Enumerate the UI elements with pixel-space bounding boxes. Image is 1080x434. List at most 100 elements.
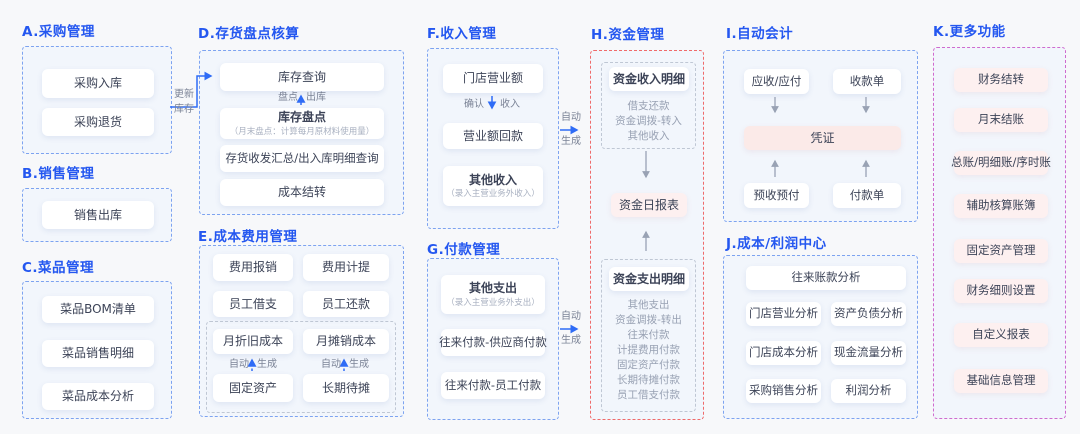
node-stock-summary: 存货收发汇总/出入库明细查询 [220, 145, 384, 172]
node-supplier-payment: 往来付款-供应商付款 [439, 329, 547, 356]
node-employee-payment: 往来付款-员工付款 [441, 372, 545, 399]
node-finance-carryover: 财务结转 [954, 68, 1048, 92]
node-label: 库存盘点 [277, 110, 326, 125]
node-stock-count: 库存盘点 （月末盘点：计算每月原材料使用量） [220, 108, 384, 139]
node-store-business-analysis: 门店营业分析 [746, 302, 821, 326]
section-f-box: 门店营业额 营业额回款 其他收入 （录入主营业务外收入） [427, 48, 559, 229]
label-update: 更新 [174, 89, 194, 100]
section-f-title: F.收入管理 [427, 26, 497, 42]
label-generate-gh: 生成 [561, 335, 581, 346]
section-j-box: 往来账款分析 门店营业分析 资产负债分析 门店成本分析 现金流量分析 采购销售分… [723, 255, 918, 419]
section-a-title: A.采购管理 [22, 24, 95, 40]
node-other-expense: 其他支出 （录入主营业务外支出） [441, 275, 545, 314]
node-expense-accrual: 费用计提 [303, 254, 389, 281]
section-d-box: 库存查询 库存盘点 （月末盘点：计算每月原材料使用量） 存货收发汇总/出入库明细… [199, 50, 404, 215]
node-store-cost-analysis: 门店成本分析 [746, 341, 821, 365]
node-dish-cost-analysis: 菜品成本分析 [42, 383, 154, 410]
section-k-box: 财务结转 月末结账 总账/明细账/序时账 辅助核算账簿 固定资产管理 财务细则设… [933, 47, 1066, 419]
label-auto-left: 自动 [229, 359, 249, 370]
label-generate-left: 生成 [257, 359, 277, 370]
node-ledgers: 总账/明细账/序时账 [951, 151, 1051, 175]
label-stock: 库存 [174, 104, 194, 115]
node-voucher: 凭证 [744, 126, 901, 150]
label-generate-fh: 生成 [561, 136, 581, 147]
section-e-title: E.成本费用管理 [198, 229, 298, 245]
node-month-end-closing: 月末结账 [954, 108, 1048, 132]
section-b-title: B.销售管理 [22, 166, 95, 182]
node-profit-analysis: 利润分析 [831, 379, 906, 403]
node-sublabel: （月末盘点：计算每月原材料使用量） [229, 126, 375, 137]
fund-expense-item: 资金调拨-转出 [615, 314, 682, 326]
node-dish-sales-detail: 菜品销售明细 [42, 340, 154, 367]
section-h-box: 资金收入明细 借支还款 资金调拨-转入 其他收入 资金日报表 资金支出明细 其他… [590, 50, 704, 420]
fund-expense-item: 长期待摊付款 [617, 374, 680, 386]
node-purchase-return: 采购退货 [42, 108, 154, 136]
node-label: 其他收入 [468, 172, 517, 187]
node-sublabel: （录入主营业务外收入） [446, 189, 540, 200]
node-auxiliary-ledger: 辅助核算账簿 [954, 194, 1048, 218]
fund-expense-group-box: 资金支出明细 其他支出 资金调拨-转出 往来付款 计提费用付款 固定资产付款 长… [601, 259, 696, 412]
fund-income-item: 资金调拨-转入 [615, 115, 682, 127]
section-j-title: J.成本/利润中心 [726, 236, 827, 252]
label-auto-fh: 自动 [561, 112, 581, 123]
node-turnover-collection: 营业额回款 [443, 123, 543, 149]
node-payment-bill: 付款单 [833, 183, 901, 208]
node-current-account-analysis: 往来账款分析 [746, 266, 906, 290]
label-income: 收入 [500, 99, 520, 110]
fund-expense-item: 往来付款 [627, 329, 670, 341]
node-sales-outbound: 销售出库 [42, 201, 154, 229]
node-sublabel: （录入主营业务外支出） [446, 297, 540, 308]
label-confirm: 确认 [464, 99, 484, 110]
node-dish-bom: 菜品BOM清单 [42, 296, 154, 323]
node-receivable-payable: 应收/应付 [744, 69, 809, 94]
node-employee-repay: 员工还款 [303, 291, 389, 317]
node-receipt-bill: 收款单 [833, 69, 901, 94]
fund-income-group-box: 资金收入明细 借支还款 资金调拨-转入 其他收入 [601, 62, 696, 149]
node-expense-claim: 费用报销 [213, 254, 293, 281]
section-i-box: 应收/应付 收款单 凭证 预收预付 付款单 [723, 50, 918, 222]
section-g-title: G.付款管理 [427, 242, 501, 258]
section-e-box: 费用报销 费用计提 员工借支 员工还款 月折旧成本 月摊销成本 固定资产 长期待… [199, 245, 404, 417]
section-h-title: H.资金管理 [591, 27, 665, 43]
node-other-income: 其他收入 （录入主营业务外收入） [443, 166, 543, 206]
label-generate-right: 生成 [349, 359, 369, 370]
label-auto-gh: 自动 [561, 311, 581, 322]
label-outbound: 出库 [306, 92, 326, 103]
fund-expense-list: 其他支出 资金调拨-转出 往来付款 计提费用付款 固定资产付款 长期待摊付款 员… [602, 298, 695, 403]
node-label: 其他支出 [468, 281, 517, 296]
node-fund-income-detail: 资金收入明细 [609, 67, 689, 91]
auto-generate-group-box [206, 321, 396, 413]
section-g-box: 其他支出 （录入主营业务外支出） 往来付款-供应商付款 往来付款-员工付款 [427, 258, 559, 420]
node-cashflow-analysis: 现金流量分析 [831, 341, 906, 365]
node-purchase-sales-analysis: 采购销售分析 [746, 379, 821, 403]
node-store-turnover: 门店营业额 [443, 64, 543, 93]
fund-expense-item: 其他支出 [627, 299, 670, 311]
fund-expense-item: 固定资产付款 [617, 359, 680, 371]
node-basic-info-mgmt: 基础信息管理 [954, 369, 1048, 393]
node-fund-daily-report: 资金日报表 [611, 193, 687, 217]
fund-income-item: 借支还款 [627, 100, 670, 112]
section-a-box: 采购入库 采购退货 [22, 46, 172, 154]
node-balance-sheet-analysis: 资产负债分析 [831, 302, 906, 326]
node-fixed-asset-mgmt: 固定资产管理 [954, 239, 1048, 263]
node-employee-loan: 员工借支 [213, 291, 293, 317]
node-cost-carryover: 成本结转 [220, 179, 384, 206]
node-stock-query: 库存查询 [220, 63, 384, 91]
node-finance-rules-settings: 财务细则设置 [954, 279, 1048, 303]
section-b-box: 销售出库 [22, 188, 172, 242]
node-fixed-assets: 固定资产 [213, 374, 293, 402]
node-prereceive-prepay: 预收预付 [744, 183, 809, 208]
fund-expense-item: 计提费用付款 [617, 344, 680, 356]
node-monthly-amortization: 月摊销成本 [303, 329, 389, 354]
node-custom-report: 自定义报表 [954, 323, 1048, 347]
fund-expense-item: 员工借支付款 [617, 389, 680, 401]
label-count: 盘点 [278, 92, 298, 103]
section-c-box: 菜品BOM清单 菜品销售明细 菜品成本分析 [22, 281, 172, 419]
section-c-title: C.菜品管理 [22, 260, 95, 276]
node-longterm-deferred: 长期待摊 [303, 374, 389, 402]
fund-income-list: 借支还款 资金调拨-转入 其他收入 [602, 99, 695, 144]
section-i-title: I.自动会计 [726, 26, 794, 42]
node-purchase-inbound: 采购入库 [42, 69, 154, 98]
label-auto-right: 自动 [321, 359, 341, 370]
